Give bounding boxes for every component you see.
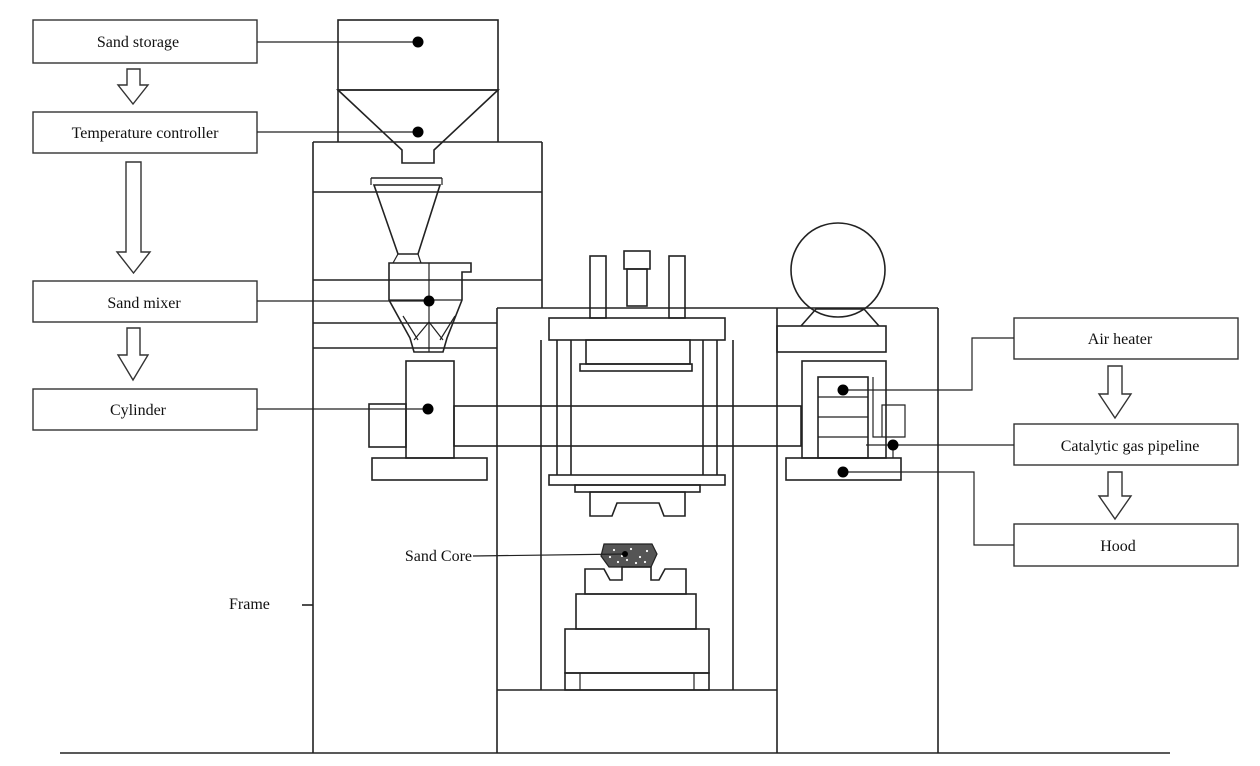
right-frame <box>777 307 939 753</box>
sand-core-dot <box>622 551 628 557</box>
air-heater-box <box>1013 317 1239 360</box>
flow-arrow-2 <box>115 161 152 275</box>
left-flow-chart: Sand storage Temperature controller Sand… <box>32 19 258 431</box>
sand-storage-hopper <box>335 19 501 164</box>
frame-label: Frame <box>229 596 270 613</box>
connection-dots <box>412 36 899 557</box>
cylinder-dot <box>422 403 434 415</box>
horizontal-shaft <box>453 405 802 447</box>
hood-box <box>1013 523 1239 567</box>
bottom-mold-assembly <box>564 566 710 691</box>
air-tank <box>776 222 887 353</box>
sand-storage-dot <box>412 36 424 48</box>
flow-arrow-1 <box>116 68 150 106</box>
sand-core <box>600 543 658 568</box>
hood-dot <box>837 466 849 478</box>
air-heater-dot <box>837 384 849 396</box>
sand-mixer-box <box>32 280 258 323</box>
flow-arrow-4 <box>1097 365 1133 420</box>
sand-mixer-unit <box>388 262 472 353</box>
sand-storage-box <box>32 19 258 64</box>
cylinder-unit <box>368 360 488 481</box>
hood-label: Hood <box>1100 538 1136 555</box>
temperature-controller-label: Temperature controller <box>72 125 219 142</box>
sand-mixer-dot <box>423 295 435 307</box>
sand-mixer-label: Sand mixer <box>107 295 181 312</box>
temperature-controller-funnel <box>370 177 443 264</box>
sand-core-label: Sand Core <box>405 548 472 565</box>
catalytic-gas-pipeline-dot <box>887 439 899 451</box>
sand-storage-label: Sand storage <box>97 34 179 51</box>
press-frame <box>496 307 778 753</box>
cylinder-label: Cylinder <box>110 402 167 419</box>
temperature-controller-box <box>32 111 258 154</box>
frame-structure <box>302 141 543 753</box>
temperature-controller-dot <box>412 126 424 138</box>
top-clamp-assembly <box>548 250 726 517</box>
air-heater-label: Air heater <box>1088 331 1153 348</box>
machine-drawing <box>302 19 939 753</box>
flow-arrow-5 <box>1097 471 1133 521</box>
right-flow-chart: Air heater Catalytic gas pipeline Hood <box>1013 317 1239 567</box>
flow-arrow-3 <box>116 327 150 382</box>
catalytic-gas-pipeline-label: Catalytic gas pipeline <box>1061 438 1200 455</box>
air-heater-unit <box>785 360 906 481</box>
